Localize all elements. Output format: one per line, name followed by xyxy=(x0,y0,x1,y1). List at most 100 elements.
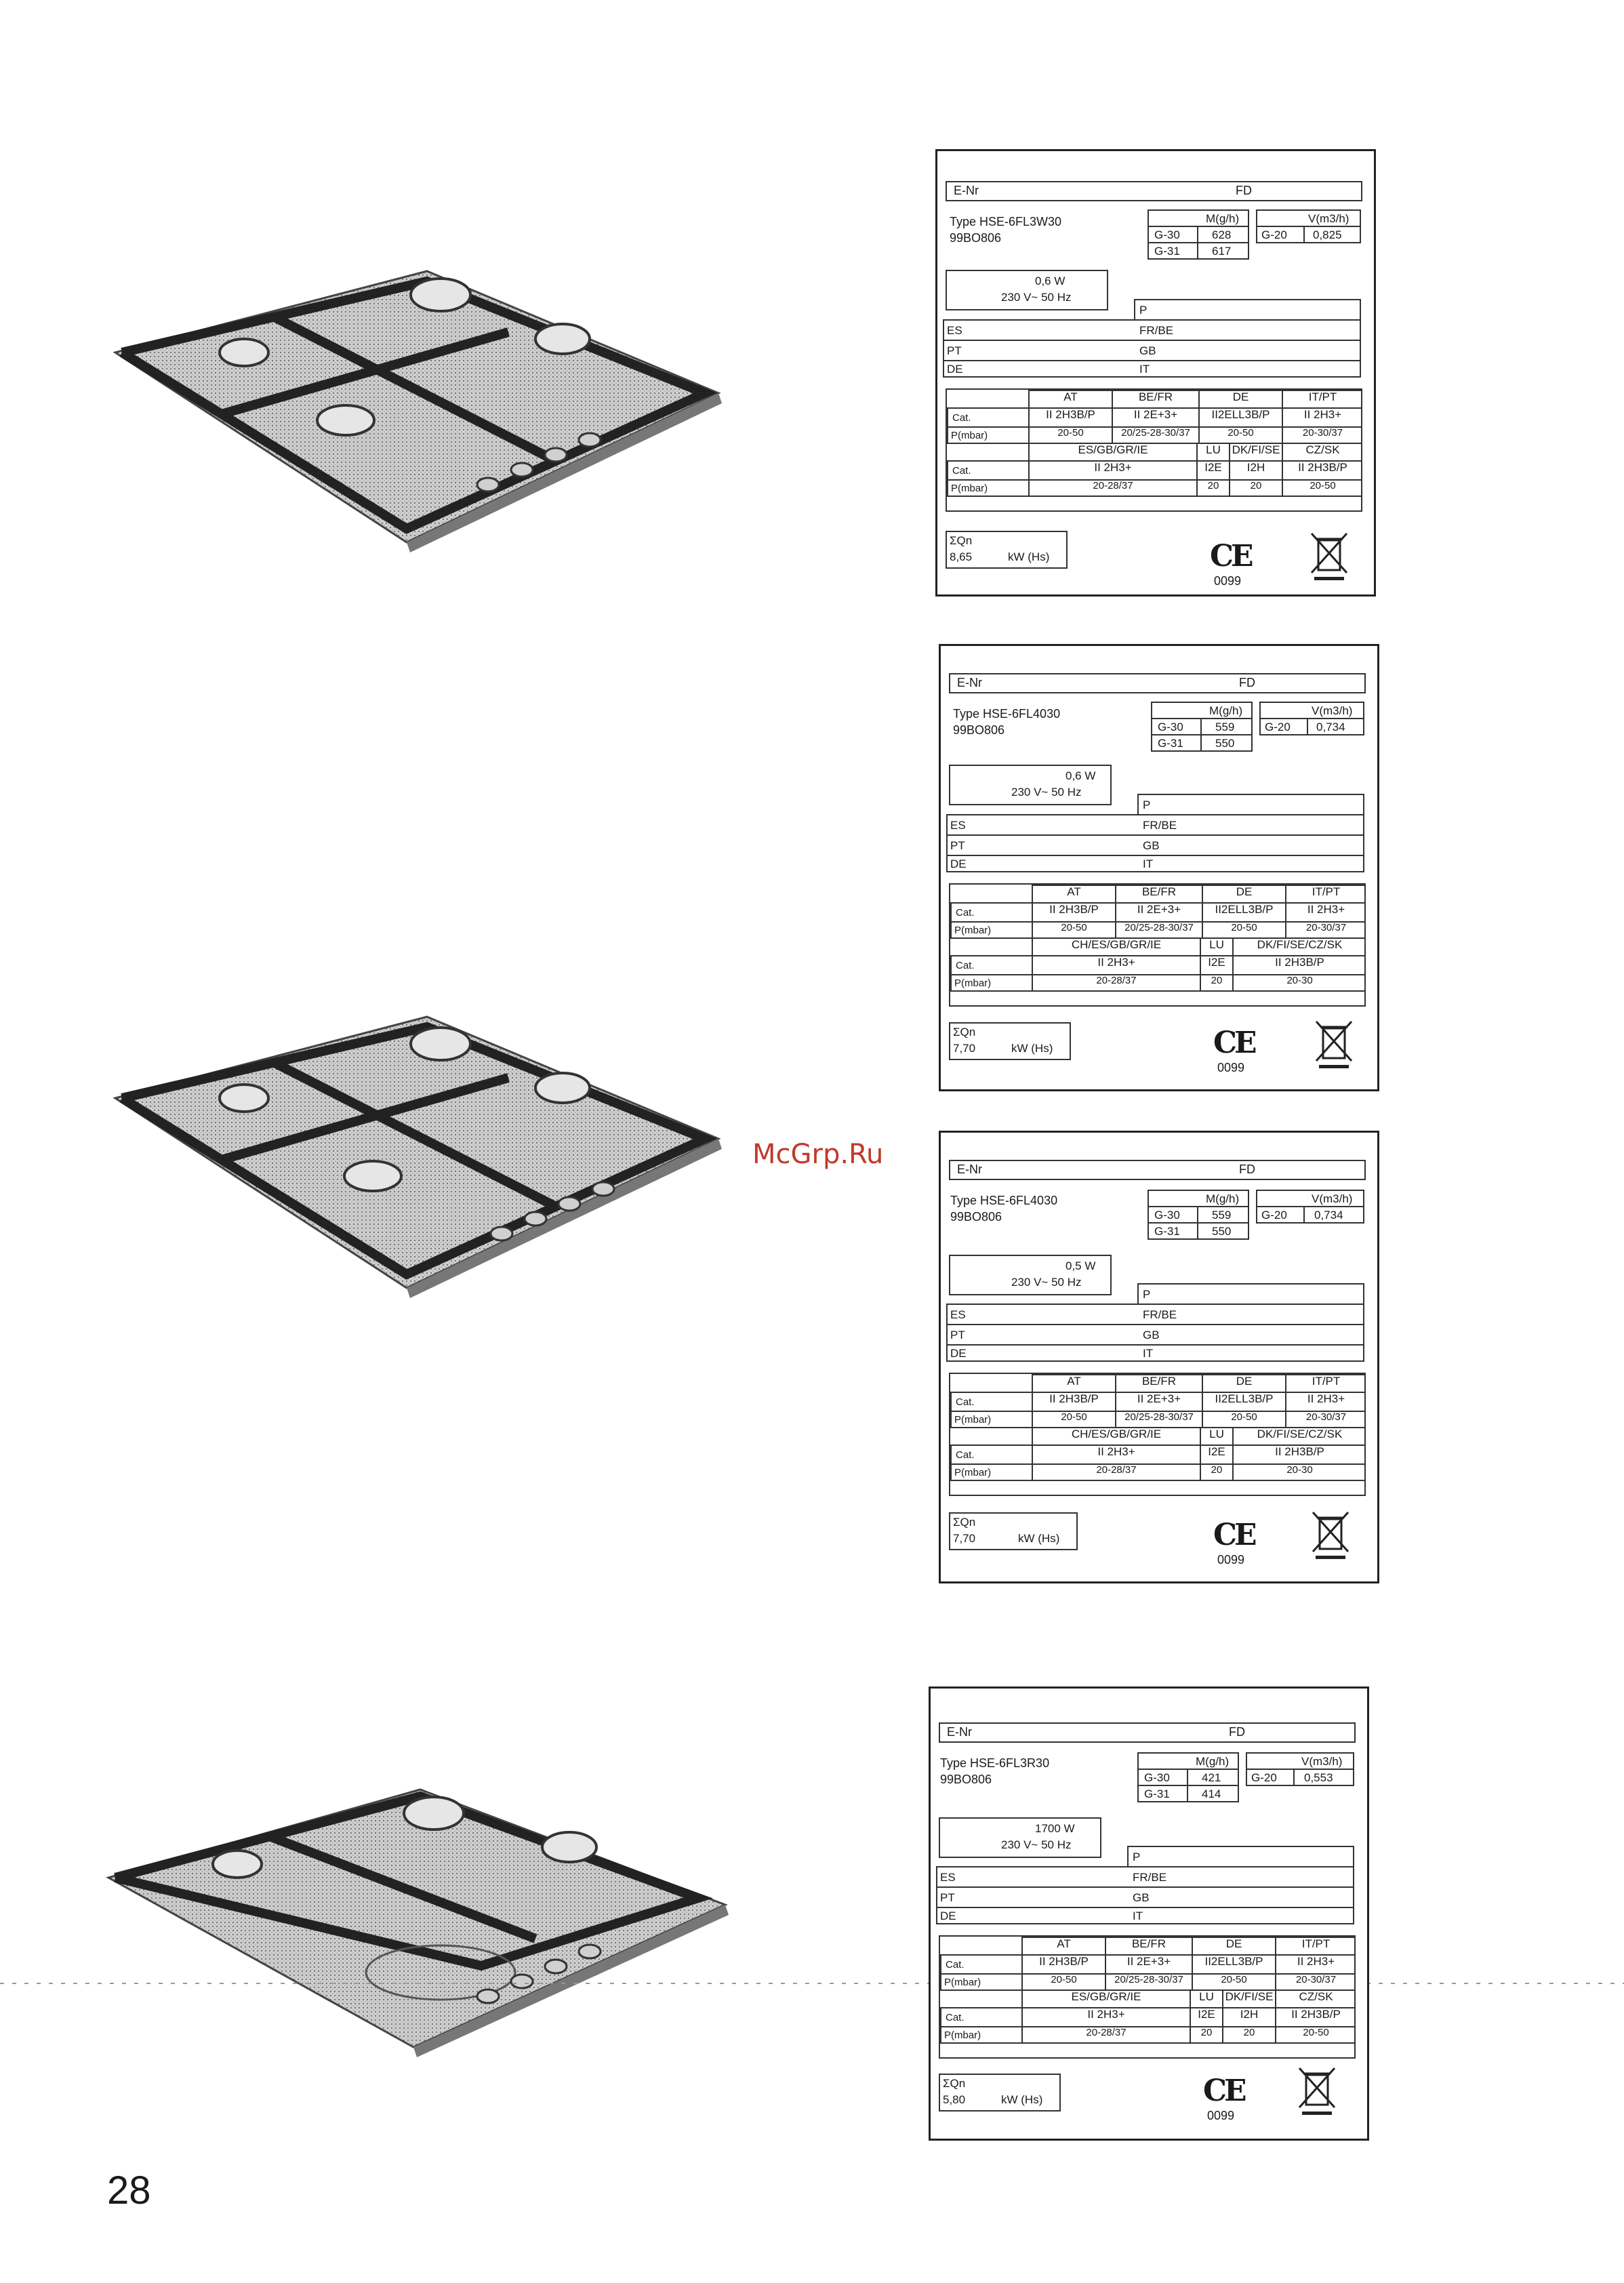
pmbar-text-2: P(mbar) xyxy=(954,977,992,989)
p1-3-text: 20-30/37 xyxy=(1305,1411,1347,1423)
p2-0-text: 20-28/37 xyxy=(1096,975,1137,986)
r2-0: CH/ES/GB/GR/IE xyxy=(1032,937,1201,956)
ce-mark: CE xyxy=(1203,2074,1247,2108)
p2-3: 20-50 xyxy=(1275,2026,1354,2044)
g31-cell: G-31 xyxy=(1148,242,1198,260)
c2-0: II 2H3+ xyxy=(1032,1444,1201,1465)
power-box: 0,5 W 230 V~ 50 Hz xyxy=(949,1255,1112,1295)
g31-text: G-31 xyxy=(1154,1225,1180,1238)
r1-itpt-text: IT/PT xyxy=(1308,390,1337,403)
cat-text: Cat. xyxy=(956,907,975,918)
enr-row xyxy=(946,181,1362,201)
c1-1-text: II 2E+3+ xyxy=(1137,1392,1181,1405)
cat-text-2: Cat. xyxy=(946,2012,965,2023)
c2-3-text: II 2H3B/P xyxy=(1291,2008,1341,2021)
g30-value-text: 628 xyxy=(1212,228,1232,241)
power-box: 0,6 W 230 V~ 50 Hz xyxy=(949,765,1112,805)
g30-cell: G-30 xyxy=(1151,718,1202,735)
r2-0-text: ES/GB/GR/IE xyxy=(1078,443,1148,456)
pmbar-label: P(mbar) xyxy=(947,426,1030,444)
p-text: P xyxy=(1143,1288,1151,1301)
pmbar-label-2: P(mbar) xyxy=(950,974,1033,992)
type-label: Type HSE-6FL3W30 xyxy=(950,215,1062,228)
p1-3-text: 20-30/37 xyxy=(1302,427,1343,439)
p2-1-text: 20 xyxy=(1211,1464,1223,1476)
v-head: V(m3/h) xyxy=(1259,702,1364,719)
ce-number: 0099 xyxy=(1214,574,1242,588)
r1-at-text: AT xyxy=(1067,885,1081,898)
c2-2: I2H xyxy=(1229,460,1283,481)
kw-text: kW (Hs) xyxy=(1018,1532,1060,1545)
hob-illustration-2 xyxy=(113,1015,722,1298)
m-head: M(g/h) xyxy=(1148,209,1249,227)
r1-de-text: DE xyxy=(1225,1937,1242,1950)
type-label: Type HSE-6FL4030 xyxy=(950,1194,1058,1207)
r2-0: CH/ES/GB/GR/IE xyxy=(1032,1427,1201,1446)
pmbar-label-2: P(mbar) xyxy=(940,2026,1023,2044)
p1-3: 20-30/37 xyxy=(1285,921,1364,939)
r2-3: CZ/SK xyxy=(1282,443,1361,462)
r1-at: AT xyxy=(1028,390,1113,409)
enr-label: E-Nr xyxy=(957,676,982,689)
power-box: 0,6 W 230 V~ 50 Hz xyxy=(946,270,1108,310)
c2-0-text: II 2H3+ xyxy=(1087,2008,1125,2021)
r1-befr-text: BE/FR xyxy=(1131,1937,1166,1950)
c2-3: II 2H3B/P xyxy=(1275,2007,1354,2027)
p2-1-text: 20 xyxy=(1200,2027,1213,2038)
voltage-text: 230 V~ 50 Hz xyxy=(1001,291,1072,304)
c1-1-text: II 2E+3+ xyxy=(1137,903,1181,916)
g20-text: G-20 xyxy=(1261,1209,1287,1221)
c2-1-text: I2E xyxy=(1198,2008,1215,2021)
p1-2: 20-50 xyxy=(1202,1411,1286,1428)
g31-value-text: 550 xyxy=(1212,1225,1232,1238)
c1-3-text: II 2H3+ xyxy=(1303,408,1342,421)
frbe-text: FR/BE xyxy=(1139,324,1174,337)
r1-de: DE xyxy=(1198,390,1283,409)
p1-1-text: 20/25-28-30/37 xyxy=(1121,427,1190,439)
r1-befr: BE/FR xyxy=(1115,1374,1203,1393)
g31-text: G-31 xyxy=(1158,737,1183,750)
pmbar-text-2: P(mbar) xyxy=(944,2029,981,2041)
p2-1: 20 xyxy=(1196,479,1230,497)
g30-value: 559 xyxy=(1200,718,1253,735)
g20-cell: G-20 xyxy=(1246,1769,1295,1786)
p1-0-text: 20-50 xyxy=(1061,1411,1087,1423)
p1-1: 20/25-28-30/37 xyxy=(1112,426,1200,444)
g31-value: 550 xyxy=(1197,1222,1249,1240)
fd-label: FD xyxy=(1239,1163,1255,1176)
es-text: ES xyxy=(950,819,966,832)
g30-cell: G-30 xyxy=(1148,226,1198,243)
r2-1-text: LU xyxy=(1199,1990,1214,2003)
power-text: 1700 W xyxy=(1035,1822,1075,1835)
de-text: DE xyxy=(950,1347,967,1360)
fd-label: FD xyxy=(1229,1725,1245,1739)
enr-label: E-Nr xyxy=(954,184,979,197)
es-text: ES xyxy=(950,1308,966,1321)
pmbar-text: P(mbar) xyxy=(954,925,992,936)
voltage-text: 230 V~ 50 Hz xyxy=(1001,1838,1072,1851)
p2-0: 20-28/37 xyxy=(1021,2026,1191,2044)
c2-3-text: II 2H3B/P xyxy=(1298,461,1347,474)
es-text: ES xyxy=(947,324,962,337)
v-head: V(m3/h) xyxy=(1256,209,1361,227)
power-box: 1700 W 230 V~ 50 Hz xyxy=(939,1817,1101,1858)
p1-2: 20-50 xyxy=(1198,426,1283,444)
r1-de-text: DE xyxy=(1236,885,1253,898)
p2-2-text: 20-30 xyxy=(1286,975,1313,986)
voltage-text: 230 V~ 50 Hz xyxy=(1011,1276,1082,1289)
p1-0-text: 20-50 xyxy=(1057,427,1084,439)
c2-0: II 2H3+ xyxy=(1032,955,1201,975)
g30-cell: G-30 xyxy=(1148,1206,1198,1224)
p1-0: 20-50 xyxy=(1021,1973,1106,1991)
c2-2-text: II 2H3B/P xyxy=(1275,956,1324,969)
r2-0: ES/GB/GR/IE xyxy=(1028,443,1198,462)
g20-text: G-20 xyxy=(1251,1771,1277,1784)
g20-value: 0,734 xyxy=(1303,1206,1364,1224)
r1-befr-text: BE/FR xyxy=(1141,1375,1177,1388)
r1-de: DE xyxy=(1202,885,1286,904)
g31-value: 414 xyxy=(1187,1785,1239,1802)
code-label: 99BO806 xyxy=(950,231,1002,245)
